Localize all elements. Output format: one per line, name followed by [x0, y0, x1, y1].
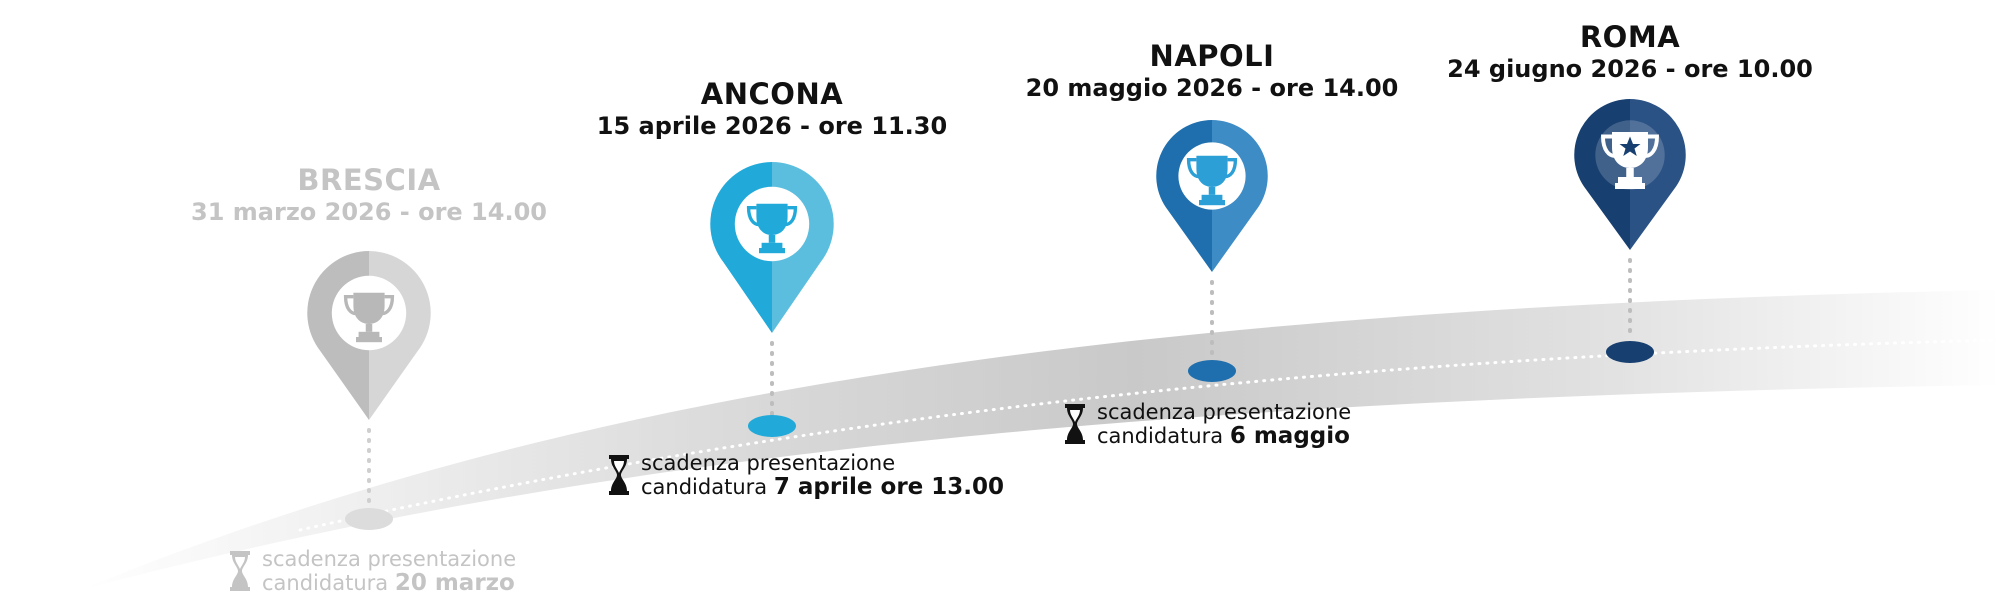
- city-name: NAPOLI: [1149, 39, 1275, 73]
- location-dot: [345, 508, 393, 530]
- deadline-prefix: candidatura: [641, 475, 768, 499]
- deadline-prefix: candidatura: [1097, 424, 1224, 448]
- location-dot: [1188, 360, 1236, 382]
- deadline-prefix: candidatura: [262, 571, 389, 595]
- deadline-napoli: scadenza presentazione candidatura 6 mag…: [1063, 400, 1351, 448]
- trophy-icon: [1186, 155, 1238, 206]
- hourglass-icon: [609, 455, 629, 495]
- deadline-line1: scadenza presentazione: [1097, 400, 1352, 424]
- timeline-road: [80, 290, 2000, 590]
- trophy-star-icon: [1601, 132, 1659, 189]
- stop-roma-label: ROMA 24 giugno 2026 - ore 10.00: [1447, 20, 1813, 84]
- city-name: ROMA: [1579, 20, 1681, 54]
- pin-ancona: [710, 162, 834, 437]
- deadline-date: 6 maggio: [1229, 423, 1350, 449]
- trophy-icon: [746, 203, 798, 254]
- city-name: BRESCIA: [297, 163, 441, 197]
- event-date: 20 maggio 2026 - ore 14.00: [1025, 74, 1399, 102]
- city-name: ANCONA: [700, 77, 844, 111]
- hourglass-icon: [230, 551, 250, 591]
- pin-roma: [1574, 99, 1686, 363]
- deadline-date: 7 aprile ore 13.00: [773, 474, 1005, 500]
- event-date: 15 aprile 2026 - ore 11.30: [596, 112, 948, 140]
- stop-ancona-label: ANCONA 15 aprile 2026 - ore 11.30: [597, 77, 947, 141]
- stop-brescia-label: BRESCIA 31 marzo 2026 - ore 14.00: [191, 163, 547, 227]
- deadline-date: 20 marzo: [394, 570, 515, 596]
- hourglass-icon: [1065, 404, 1085, 444]
- location-dot: [748, 415, 796, 437]
- deadline-line1: scadenza presentazione: [262, 547, 517, 571]
- trophy-icon: [343, 292, 395, 343]
- location-dot: [1606, 341, 1654, 363]
- stop-napoli-label: NAPOLI 20 maggio 2026 - ore 14.00: [1026, 39, 1399, 103]
- pin-napoli: [1156, 120, 1268, 382]
- event-date: 24 giugno 2026 - ore 10.00: [1447, 55, 1813, 83]
- event-date: 31 marzo 2026 - ore 14.00: [191, 198, 547, 226]
- deadline-ancona: scadenza presentazione candidatura 7 apr…: [607, 451, 1004, 499]
- deadline-line1: scadenza presentazione: [641, 451, 896, 475]
- deadline-brescia: scadenza presentazione candidatura 20 ma…: [228, 547, 516, 595]
- pin-brescia: [307, 251, 431, 530]
